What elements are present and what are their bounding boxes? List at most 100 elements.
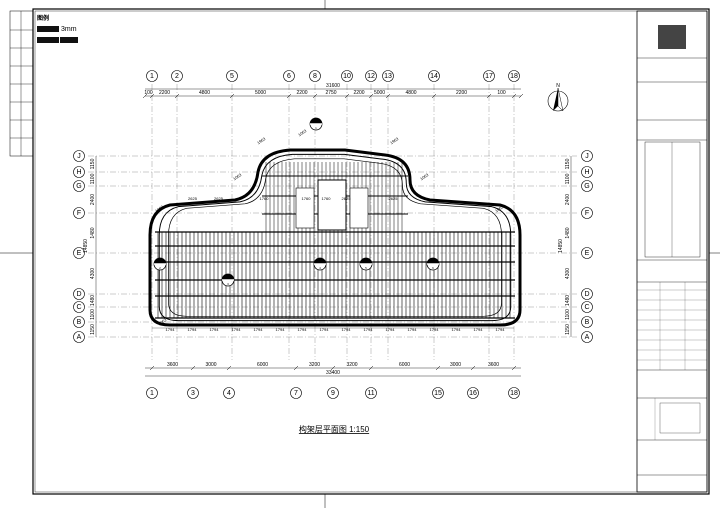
dim-top-4: 2200 <box>296 90 307 96</box>
section-marker-label: 6 <box>432 266 434 270</box>
dim-tick <box>142 93 148 99</box>
dim-bottom-total: 33400 <box>326 370 340 376</box>
dim-inner-2: 1760 <box>260 196 270 201</box>
dim-top-2: 4800 <box>199 90 210 96</box>
axis-right-A-circle <box>581 331 593 343</box>
axis-left-E: E <box>77 250 82 257</box>
axis-bottom-15-circle <box>432 387 444 399</box>
axis-bottom-4-circle <box>223 387 235 399</box>
dim-vert-1-4: 4300 <box>565 268 571 279</box>
section-marker-label: 2 <box>159 266 161 270</box>
axis-left-A: A <box>77 334 82 341</box>
dim-vert-0-0: 1150 <box>90 158 96 169</box>
dim-vert-1-5: 1480 <box>565 295 571 306</box>
dim-vert-1-3: 1480 <box>565 227 571 238</box>
dim-bottom-1: 3000 <box>205 362 216 368</box>
dim-inner-3: 1760 <box>302 196 312 201</box>
axis-left-G: G <box>76 183 81 190</box>
axis-right-G-circle <box>581 180 593 192</box>
dim-lower-12: 1794 <box>430 327 440 332</box>
axis-right-D-circle <box>581 288 593 300</box>
north-arrow-icon: N <box>547 83 569 112</box>
axis-left-J: J <box>77 153 81 160</box>
axis-bottom-9: 9 <box>331 390 335 397</box>
axis-bottom-18-circle <box>508 387 520 399</box>
dim-tick <box>312 93 318 99</box>
dim-vert-total-1: 14850 <box>558 239 564 253</box>
axis-top-6: 6 <box>287 73 291 80</box>
axis-right-C: C <box>584 304 589 311</box>
dim-bottom-5: 6000 <box>399 362 410 368</box>
axis-left-C-circle <box>73 301 85 313</box>
dim-tick <box>293 365 299 371</box>
section-marker-fill <box>360 258 372 264</box>
axis-left-A-circle <box>73 331 85 343</box>
axis-right-D: D <box>584 291 589 298</box>
axis-right-H-circle <box>581 166 593 178</box>
axis-right-E: E <box>585 250 590 257</box>
dim-bottom-0: 3600 <box>167 362 178 368</box>
dim-lower-9: 1794 <box>364 327 374 332</box>
dim-vert-0-6: 1100 <box>90 309 96 320</box>
dim-top-0: 100 <box>144 90 153 96</box>
axis-right-E-circle <box>581 247 593 259</box>
axis-bottom-15: 15 <box>434 390 442 397</box>
axis-left-D-circle <box>73 288 85 300</box>
shaft-right <box>349 187 369 229</box>
section-marker-fill <box>427 258 439 264</box>
section-marker-icon: 6 <box>426 257 440 271</box>
dim-inner-5: 2625 <box>342 196 352 201</box>
axis-top-1: 1 <box>150 73 154 80</box>
legend-swatch-2 <box>37 37 59 43</box>
legend-swatch-1 <box>37 26 59 32</box>
section-marker-fill <box>154 258 166 264</box>
axis-left-E-circle <box>73 247 85 259</box>
section-marker-icon: 1 <box>309 117 323 131</box>
stair-core <box>317 179 347 231</box>
section-marker-icon: 3 <box>221 273 235 287</box>
dim-lower-8: 1794 <box>342 327 352 332</box>
dim-top-5: 2750 <box>325 90 336 96</box>
revision-strip <box>9 10 34 157</box>
axis-bottom-11-circle <box>365 387 377 399</box>
dim-inner-6: 2625 <box>389 196 399 201</box>
dim-vert-total-0: 14850 <box>83 239 89 253</box>
dim-tick <box>368 93 374 99</box>
axis-bottom-7: 7 <box>294 390 298 397</box>
axis-top-2-circle <box>171 70 183 82</box>
section-marker-fill <box>314 258 326 264</box>
dim-top-9: 2200 <box>456 90 467 96</box>
dim-bottom-7: 3600 <box>488 362 499 368</box>
title-block <box>636 10 708 493</box>
axis-right-A: A <box>585 334 590 341</box>
section-marker-label: 4 <box>319 266 321 270</box>
dim-vert-0-2: 2400 <box>90 194 96 205</box>
axis-top-10: 10 <box>343 73 351 80</box>
axis-top-10-circle <box>341 70 353 82</box>
axis-bottom-4: 4 <box>227 390 231 397</box>
axis-bottom-7-circle <box>290 387 302 399</box>
dim-vert-0-5: 1480 <box>90 295 96 306</box>
axis-right-J: J <box>585 153 589 160</box>
section-marker-icon: 4 <box>313 257 327 271</box>
section-marker-icon: 2 <box>153 257 167 271</box>
axis-bottom-16-circle <box>467 387 479 399</box>
dim-lower-2: 1794 <box>210 327 220 332</box>
axis-top-14: 14 <box>430 73 438 80</box>
dim-lower-11: 1794 <box>408 327 418 332</box>
dim-top-6: 2200 <box>353 90 364 96</box>
sheet-border <box>32 8 710 495</box>
dim-tick <box>385 93 391 99</box>
axis-bottom-1: 1 <box>150 390 154 397</box>
section-marker-fill <box>310 118 322 124</box>
dim-vert-1-0: 1150 <box>565 158 571 169</box>
dim-inner-0: 2625 <box>188 196 198 201</box>
radius-label-7: 1063 <box>157 317 168 327</box>
section-marker-fill <box>222 274 234 280</box>
dim-tick <box>229 93 235 99</box>
dim-inner-4: 1760 <box>322 196 332 201</box>
axis-right-F: F <box>585 210 589 217</box>
axis-right-C-circle <box>581 301 593 313</box>
